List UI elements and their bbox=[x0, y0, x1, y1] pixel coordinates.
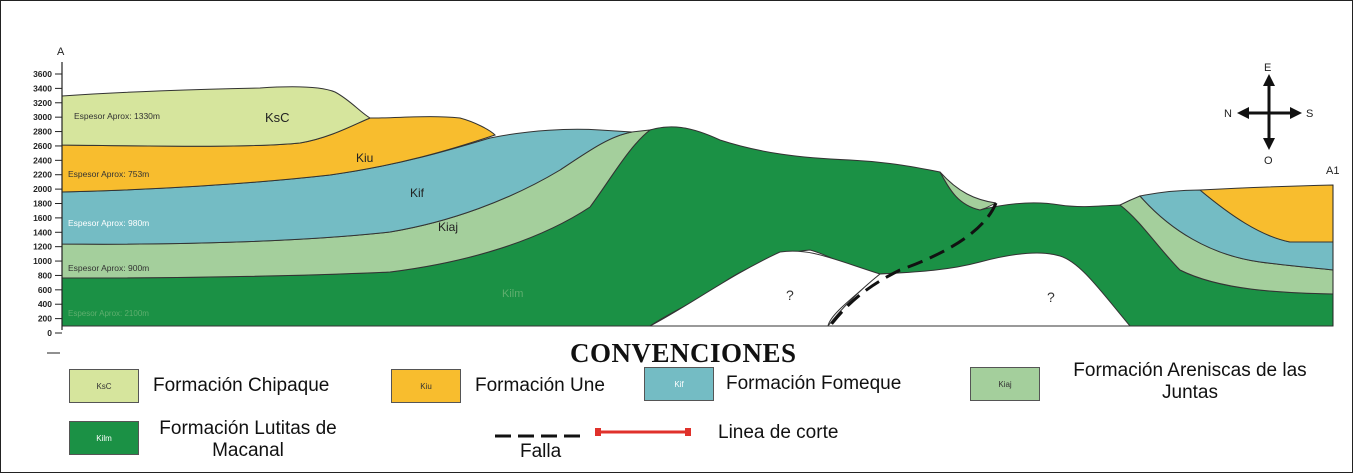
compass-east-label: E bbox=[1264, 62, 1271, 74]
legend-swatch-kiaj: Kiaj bbox=[970, 367, 1040, 401]
unknown-mark-1: ? bbox=[786, 287, 794, 303]
kiu-code-label: Kiu bbox=[356, 151, 373, 165]
legend-section-line-symbol bbox=[595, 428, 691, 436]
legend-label-kiaj: Formación Areniscas de las Juntas bbox=[1073, 360, 1307, 403]
legend-label-section-line: Linea de corte bbox=[718, 422, 839, 443]
y-tick-label: 400 bbox=[38, 299, 52, 309]
legend-label-ksc: Formación Chipaque bbox=[153, 375, 330, 396]
y-tick-label: 800 bbox=[38, 270, 52, 280]
ksc-thickness-label: Espesor Aprox: 1330m bbox=[74, 111, 160, 121]
y-tick-label: 1000 bbox=[33, 256, 52, 266]
unknown-mark-2: ? bbox=[1047, 289, 1055, 305]
legend-swatch-ksc: KsC bbox=[69, 369, 139, 403]
section-end-label: A1 bbox=[1326, 165, 1339, 177]
y-tick-label: 3400 bbox=[33, 83, 52, 93]
ksc-code-label: KsC bbox=[265, 110, 290, 125]
y-tick-label: 2800 bbox=[33, 127, 52, 137]
kif-thickness-label: Espesor Aprox: 980m bbox=[68, 218, 149, 228]
y-tick-label: 0 bbox=[47, 328, 52, 338]
legend-swatch-kiu: Kiu bbox=[391, 369, 461, 403]
y-tick-label: 200 bbox=[38, 314, 52, 324]
y-tick-label: 2600 bbox=[33, 141, 52, 151]
y-tick-label: 1200 bbox=[33, 242, 52, 252]
kiu-thickness-label: Espesor Aprox: 753m bbox=[68, 169, 149, 179]
layer-kiaj-fault-cap bbox=[939, 171, 997, 211]
kilm-thickness-label: Espesor Aprox: 2100m bbox=[68, 309, 149, 318]
unknown-zone-1 bbox=[649, 250, 881, 327]
compass-north-label: N bbox=[1224, 108, 1232, 120]
y-tick-label: 1800 bbox=[33, 199, 52, 209]
layer-ksc bbox=[61, 86, 372, 147]
legend-label-kif: Formación Fomeque bbox=[726, 373, 902, 394]
y-tick-label: 2000 bbox=[33, 184, 52, 194]
kiaj-code-label: Kiaj bbox=[438, 220, 458, 234]
kiaj-thickness-label: Espesor Aprox: 900m bbox=[68, 263, 149, 273]
y-tick-label: 1400 bbox=[33, 227, 52, 237]
y-tick-label: 1600 bbox=[33, 213, 52, 223]
legend-title: CONVENCIONES bbox=[570, 338, 797, 368]
compass-south-label: S bbox=[1306, 108, 1313, 120]
y-tick-label: 2200 bbox=[33, 170, 52, 180]
legend-label-kiu: Formación Une bbox=[475, 375, 605, 396]
y-tick-label: 3600 bbox=[33, 69, 52, 79]
y-tick-label: 2400 bbox=[33, 155, 52, 165]
y-tick-label: 3000 bbox=[33, 112, 52, 122]
fault-line bbox=[828, 202, 998, 327]
y-tick-label: 600 bbox=[38, 285, 52, 295]
y-tick-label: 3200 bbox=[33, 98, 52, 108]
kif-code-label: Kif bbox=[410, 186, 425, 200]
kilm-code-label: Kilm bbox=[502, 288, 523, 300]
section-start-label: A bbox=[57, 46, 65, 58]
compass-icon: E O N S bbox=[1224, 62, 1313, 167]
compass-west-label: O bbox=[1264, 155, 1273, 167]
legend-label-fault: Falla bbox=[520, 441, 562, 462]
unknown-zone-2 bbox=[826, 252, 1132, 327]
legend-swatch-kif: Kif bbox=[644, 367, 714, 401]
legend-label-kilm: Formación Lutitas de Macanal bbox=[159, 418, 337, 461]
y-axis-ticks: 3600340032003000280026002400220020001800… bbox=[33, 69, 62, 338]
legend-swatch-kilm: Kilm bbox=[69, 421, 139, 455]
